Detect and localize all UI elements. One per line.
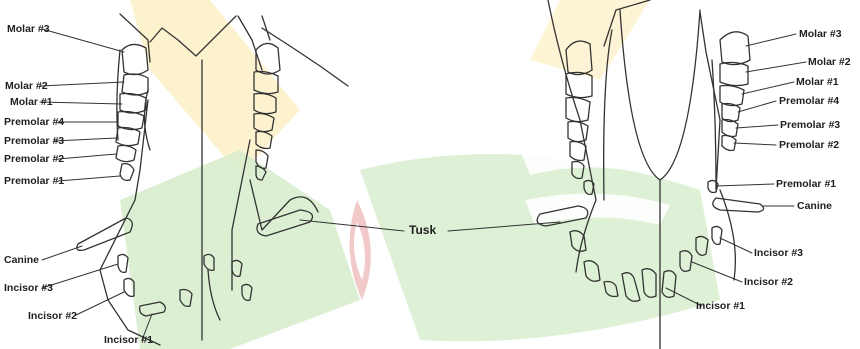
right-label-incisor-2: Incisor #2 [744,276,793,288]
right-incisors [570,226,722,301]
left-label-premolar-4: Premolar #4 [4,116,64,128]
right-label-incisor-3: Incisor #3 [754,247,803,259]
left-label-canine: Canine [4,254,39,266]
left-label-premolar-2: Premolar #2 [4,153,64,165]
right-leader-lines [666,34,806,306]
left-label-incisor-3: Incisor #3 [4,282,53,294]
right-label-premolar-4: Premolar #4 [779,95,839,107]
right-label-premolar-2: Premolar #2 [779,139,839,151]
left-label-incisor-2: Incisor #2 [28,310,77,322]
left-upper-teeth [116,44,148,180]
right-label-incisor-1: Incisor #1 [696,300,745,312]
left-label-molar-3: Molar #3 [7,23,50,35]
left-label-molar-1: Molar #1 [10,96,53,108]
right-label-molar-2: Molar #2 [808,56,851,68]
left-label-premolar-1: Premolar #1 [4,175,64,187]
left-label-molar-2: Molar #2 [5,80,48,92]
left-label-incisor-1: Incisor #1 [104,334,153,346]
left-mirror-teeth [254,43,280,180]
right-right-teeth [720,32,750,151]
right-label-premolar-1: Premolar #1 [776,178,836,190]
right-label-premolar-3: Premolar #3 [780,119,840,131]
left-label-premolar-3: Premolar #3 [4,135,64,147]
left-skull-outline [100,14,348,345]
right-skull-outline [548,0,735,349]
label-tusk: Tusk [409,224,436,236]
right-label-molar-1: Molar #1 [796,76,839,88]
right-label-canine: Canine [797,200,832,212]
right-label-molar-3: Molar #3 [799,28,842,40]
